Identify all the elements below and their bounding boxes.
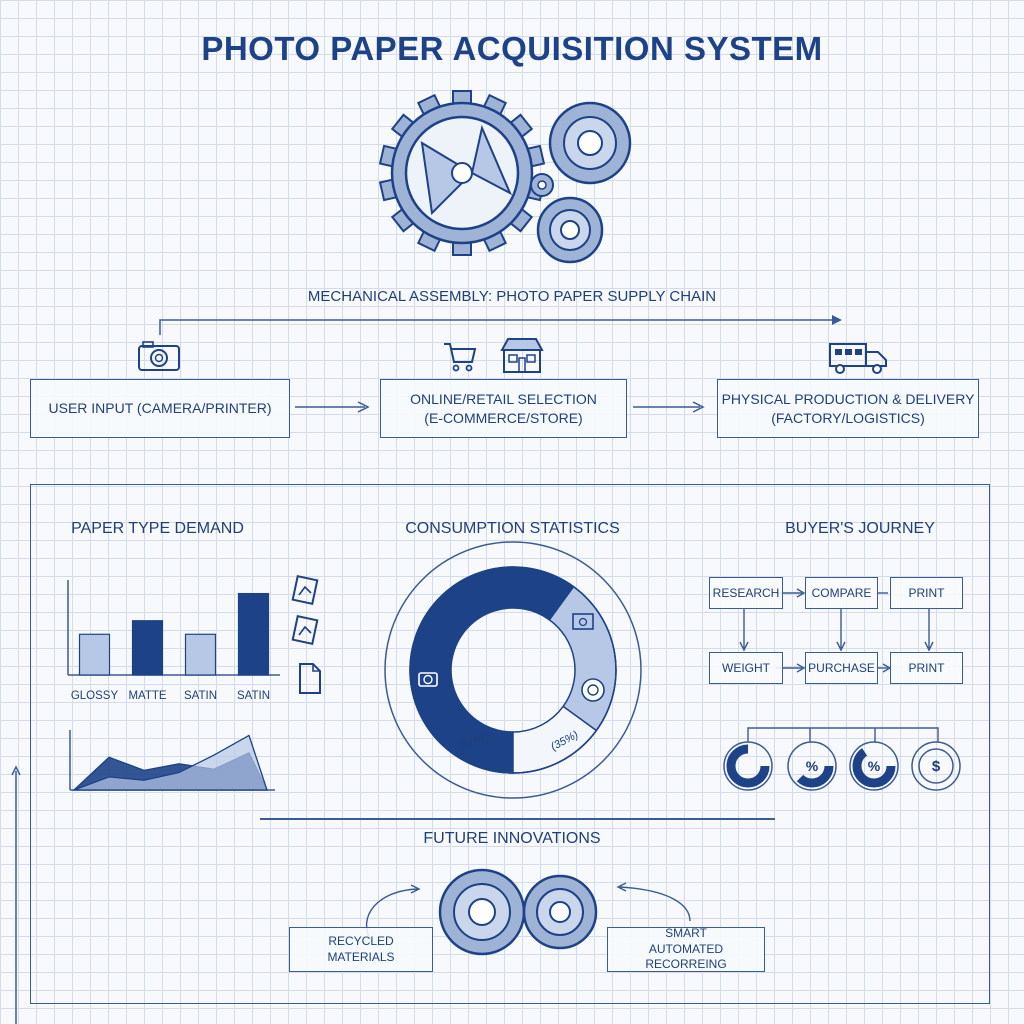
innovation-label: MATERIALS [327,949,395,964]
step-user-input: USER INPUT (CAMERA/PRINTER) [30,379,290,438]
ring-badge-icon [723,741,773,791]
large-gear-icon [378,90,546,256]
consumption-donut-chart [384,541,642,799]
analytics-panel [30,484,990,1004]
consumption-title: CONSUMPTION STATISTICS [405,520,620,537]
demand-bar-labels: GLOSSY MATTE SATIN SATIN [60,690,280,706]
bar-label: SATIN [236,690,270,702]
journey-step-weight: WEIGHT [709,652,783,684]
page-title: PHOTO PAPER ACQUISITION SYSTEM [201,30,823,67]
bar [237,592,270,676]
divider [260,818,775,820]
photo-icon [572,613,594,630]
donut-slice [548,585,617,732]
document-icon [299,663,321,694]
donut-edge [409,566,617,774]
percent-badge-icon [787,741,837,791]
innovation-gears-icon [366,868,691,956]
bar-label: MATTE [128,690,167,702]
badge-label: % [805,758,819,774]
step-sublabel: (FACTORY/LOGISTICS) [771,409,925,426]
supply-chain-subtitle: MECHANICAL ASSEMBLY: PHOTO PAPER SUPPLY … [307,288,717,305]
percent-badge-icon [849,741,899,791]
innovation-smart-automated: SMART AUTOMATED RECORREING [607,926,765,972]
innovation-label: AUTOMATED RECORREING [645,941,727,972]
disc-icon [581,678,605,702]
innovation-recycled-materials: RECYCLED MATERIALS [289,927,433,972]
demand-bar-chart [67,580,280,676]
store-icon [500,338,544,373]
journey-title: BUYER'S JOURNEY [785,520,935,537]
delivery-truck-icon [829,343,887,374]
bar [131,620,164,676]
step-label: ONLINE/RETAIL SELECTION [410,391,597,408]
camera-icon [138,341,180,371]
innovation-label: RECYCLED [328,933,394,948]
small-gear-icon [536,196,604,264]
innovations-title: FUTURE INNOVATIONS [423,830,601,847]
step-online-retail: ONLINE/RETAIL SELECTION (E-COMMERCE/STOR… [380,379,627,438]
bar-label: SATIN [183,690,217,702]
innovation-label: SMART [665,926,707,941]
step-label: USER INPUT (CAMERA/PRINTER) [48,400,272,417]
step-sublabel: (E-COMMERCE/STORE) [424,409,583,426]
donut-outer-ring [384,541,642,799]
bar-label: GLOSSY [70,690,119,702]
vertical-axis-arrow [11,765,21,1024]
supply-chain-connectors [159,315,842,413]
tiny-gear-icon [530,173,554,197]
journey-step-compare: COMPARE [805,577,878,609]
shopping-cart-icon [444,343,477,372]
area-series [73,734,268,791]
bar [78,633,111,676]
step-production-delivery: PHYSICAL PRODUCTION & DELIVERY (FACTORY/… [717,379,979,438]
journey-step-purchase: PURCHASE [805,652,878,684]
photo-paper-icon [291,614,319,646]
journey-step-print: PRINT [890,577,963,609]
bar [184,633,217,676]
dollar-badge-icon [911,741,961,791]
medium-gear-icon [548,101,632,185]
badge-label: $ [931,758,941,775]
badge-label: % [867,758,881,774]
journey-step-print: PRINT [890,652,963,684]
journey-step-research: RESEARCH [709,577,783,609]
step-label: PHYSICAL PRODUCTION & DELIVERY [721,391,975,408]
photo-paper-icon [291,574,319,606]
journey-badges [723,741,961,791]
gear-assembly [378,90,632,264]
camera-icon [418,672,438,687]
demand-area-chart [69,730,275,791]
demand-title: PAPER TYPE DEMAND [71,520,244,537]
